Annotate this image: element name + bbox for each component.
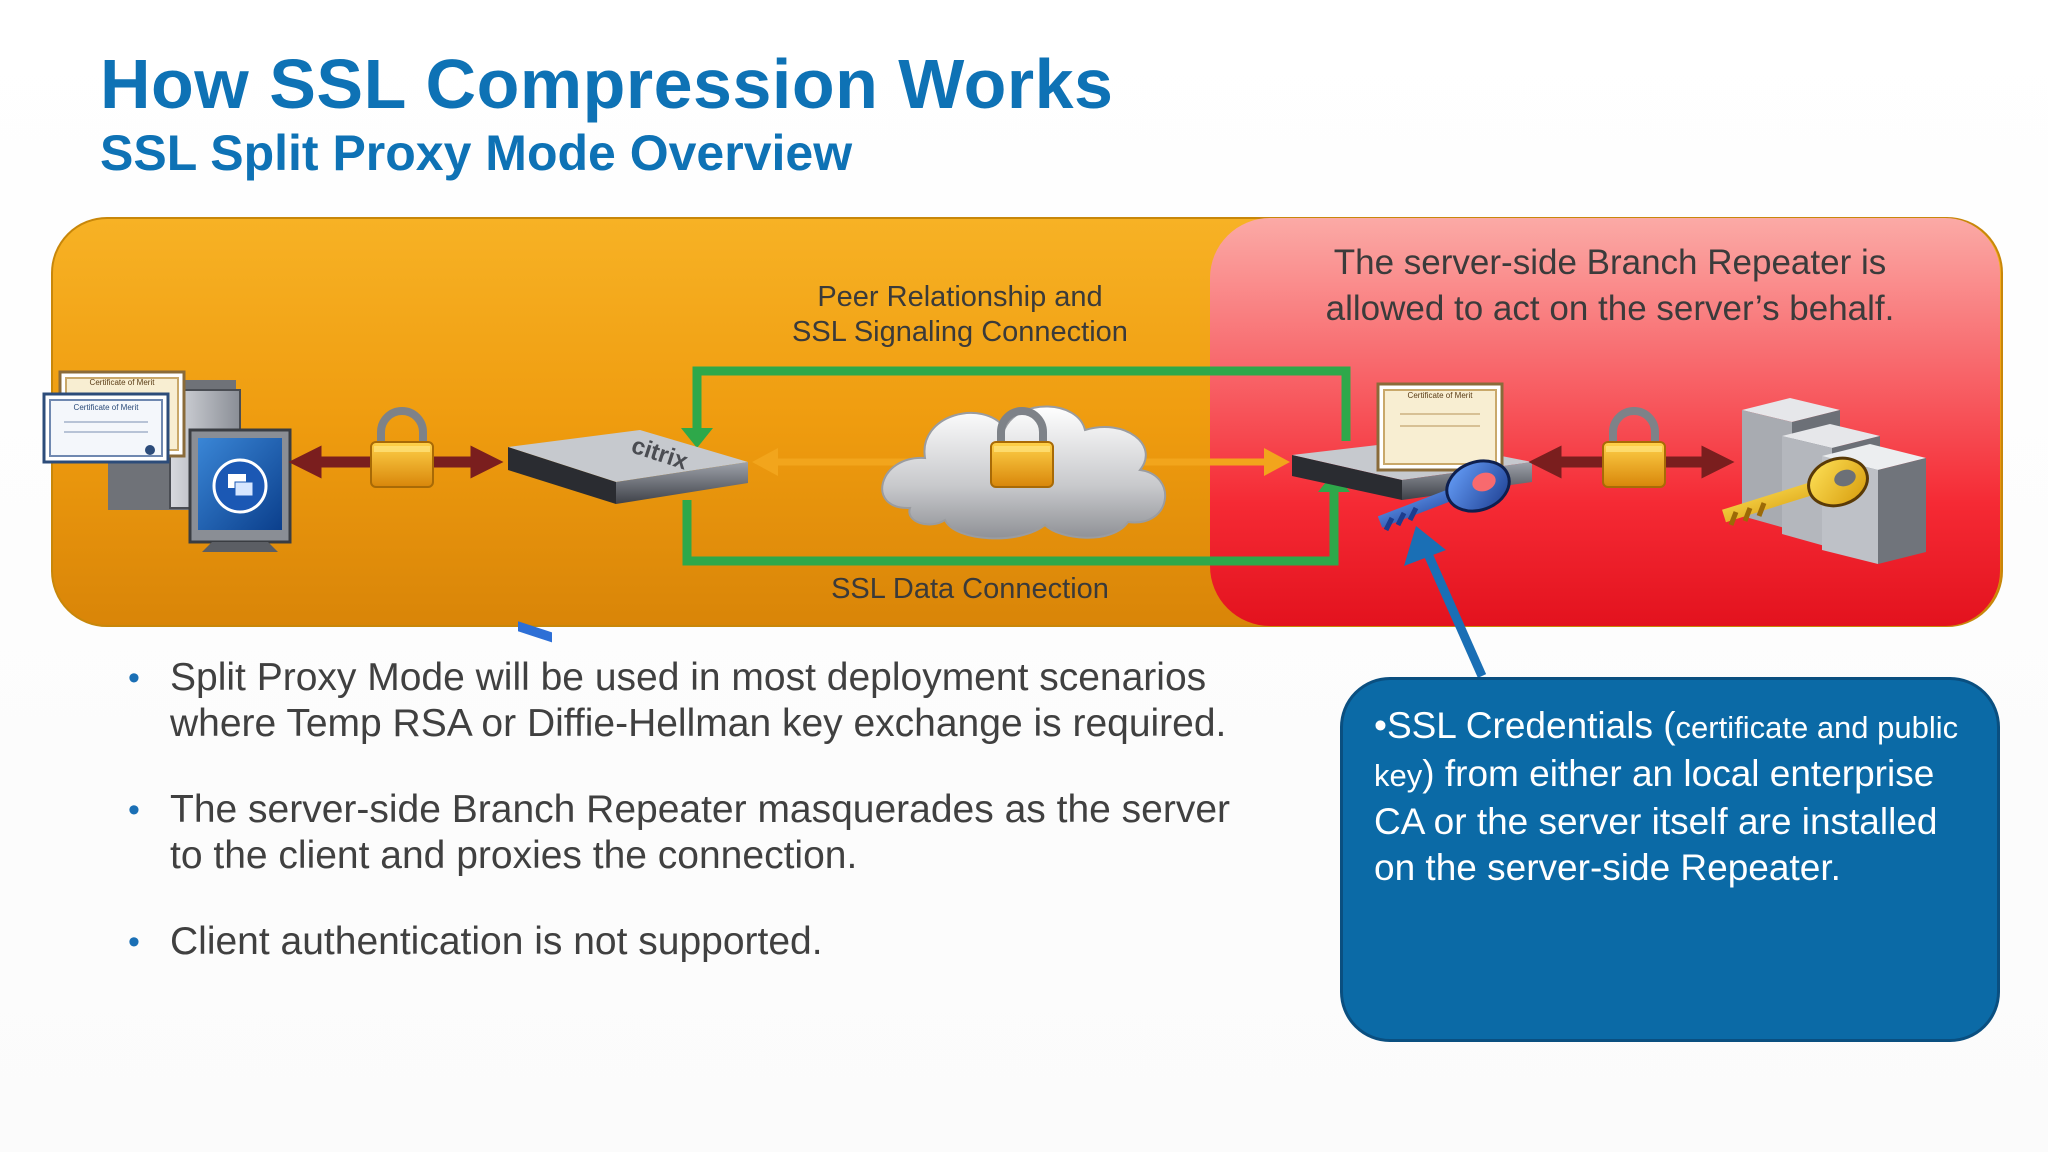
server-certificate: Certificate of Merit (1376, 382, 1504, 472)
slide-subtitle: SSL Split Proxy Mode Overview (100, 125, 853, 181)
client-appliance: citrix (508, 430, 748, 643)
lock-icon (990, 407, 1054, 488)
bullet-dot: • (128, 791, 140, 829)
bullet-list: •Split Proxy Mode will be used in most d… (128, 655, 1258, 1005)
callout-text: •SSL Credentials (certificate and public… (1374, 705, 1959, 888)
lock-icon (1602, 407, 1666, 488)
signaling-arrowhead (681, 428, 713, 448)
key-icon (1377, 459, 1511, 532)
client-certificate: Certificate of Merit Certificate of Meri… (42, 370, 186, 464)
bullet-dot: • (128, 923, 140, 961)
svg-text:Certificate of Merit: Certificate of Merit (90, 378, 156, 387)
ssl-connection-paths (682, 366, 1351, 566)
svg-text:Certificate of Merit: Certificate of Merit (1408, 391, 1474, 400)
ssl-credentials-callout (1340, 677, 2000, 1042)
bullet-item: •The server-side Branch Repeater masquer… (128, 788, 1231, 877)
bullet-dot: • (128, 659, 140, 697)
server-side-note: The server-side Branch Repeater is allow… (1325, 243, 1895, 328)
key-icon (1722, 456, 1869, 526)
bullet-item: •Client authentication is not supported. (128, 920, 823, 963)
bullet-item: •Split Proxy Mode will be used in most d… (128, 656, 1227, 745)
ssl-data-connection-label: SSL Data Connection (831, 573, 1109, 605)
svg-text:Certificate of Merit: Certificate of Merit (74, 403, 140, 412)
lock-icon (370, 407, 434, 488)
peer-relationship-label: Peer Relationship and SSL Signaling Conn… (792, 281, 1128, 348)
slide-title: How SSL Compression Works (100, 45, 1114, 123)
callout-arrow (1404, 526, 1487, 678)
